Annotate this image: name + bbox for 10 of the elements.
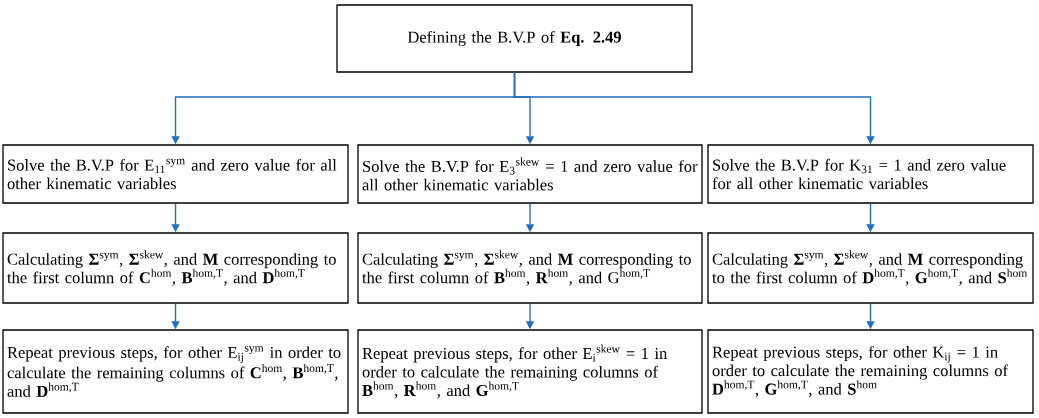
process-box: Repeat previous steps, for other E$_{i}$$^{skew}$ = 1 in order to calculate the remaining columns of B$^{hom}$, R$^{hom}$, and G$^{hom,T}$ [357,329,703,414]
process-box: Calculating Σ$^{sym}$, Σ$^{skew}$, and M corresponding to the first column of D$^{hom,T}$, G$^{hom,T}$, and S$^{hom}$ [707,232,1034,304]
process-box: Repeat previous steps, for other E$_{ij}$$^{sym}$ in order to calculate the remaining columns of C$^{hom}$, B$^{hom,T}$, and D$^{hom,T}$ [2,329,349,414]
process-box: Repeat previous steps, for other K$_{ij}$ = 1 in order to calculate the remaining columns of D$^{hom,T}$, G$^{hom,T}$, and S$^{hom}$ [707,329,1034,414]
process-box: Solve the B.V.P for E$_{11}$$^{sym}$ and zero value for all other kinematic variables [2,144,349,204]
process-box: Calculating Σ$^{sym}$, Σ$^{skew}$, and M corresponding to the first column of C$^{hom}$, B$^{hom,T}$, and D$^{hom,T}$ [2,232,349,304]
process-box: Solve the B.V.P for E$_{3}$$^{skew}$ = 1 and zero value for all other kinematic variables [357,144,703,204]
process-box: Calculating Σ$^{sym}$, Σ$^{skew}$, and M corresponding to the first column of B$^{hom}$, R$^{hom}$, and G$^{hom,T}$ [357,232,703,304]
process-box: Defining the B.V.P of Eq. 2.49 [336,4,693,73]
process-box: Solve the B.V.P for K$_{31}$ = 1 and zero value for all other kinematic variables [707,144,1034,204]
